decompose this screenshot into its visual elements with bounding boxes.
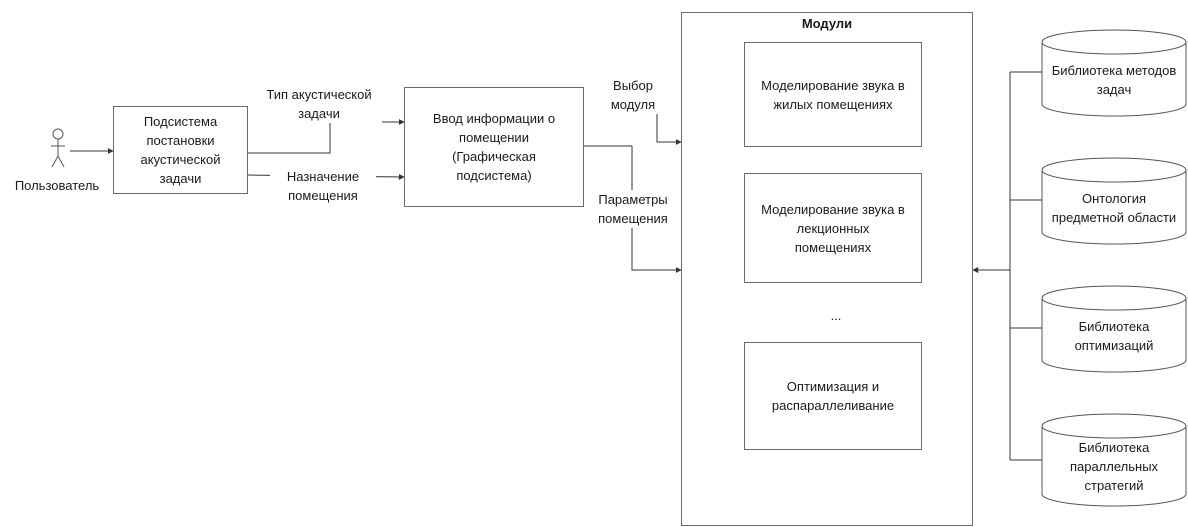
module-item-3: Оптимизация и распараллеливание — [744, 342, 922, 450]
label-room-purpose: Назначение помещения — [270, 167, 376, 205]
modules-title: Модули — [801, 16, 853, 31]
library-label-3: Библиотека оптимизаций — [1074, 319, 1154, 353]
room-input-box: Ввод информации о помещении (Графическая… — [404, 87, 584, 207]
library-label-2: Онтология предметной области — [1051, 191, 1177, 225]
library-label-1: Библиотека методов задач — [1051, 63, 1177, 97]
actor-icon — [51, 128, 65, 168]
library-cylinder-2 — [1041, 157, 1187, 245]
module-item-1: Моделирование звука в жилых помещениях — [744, 42, 922, 147]
actor-label: Пользователь — [14, 178, 100, 193]
label-module-choice: Выбор модуля — [596, 76, 670, 114]
task-subsystem-box: Подсистема постановки акустической задач… — [113, 106, 248, 194]
library-cylinder-4 — [1041, 413, 1187, 507]
library-label-4: Библиотека параллельных стратегий — [1069, 439, 1159, 493]
label-room-params: Параметры помещения — [588, 190, 678, 228]
library-cylinder-1 — [1041, 29, 1187, 117]
modules-ellipsis: ... — [830, 308, 842, 323]
library-cylinder-3 — [1041, 285, 1187, 373]
edge-libraries-to-modules — [972, 71, 1042, 461]
module-item-2: Моделирование звука в лекционных помещен… — [744, 173, 922, 283]
edge-room-input-to-modules — [584, 100, 682, 273]
modules-frame — [681, 12, 973, 526]
label-task-type: Тип акустической задачи — [256, 85, 382, 123]
